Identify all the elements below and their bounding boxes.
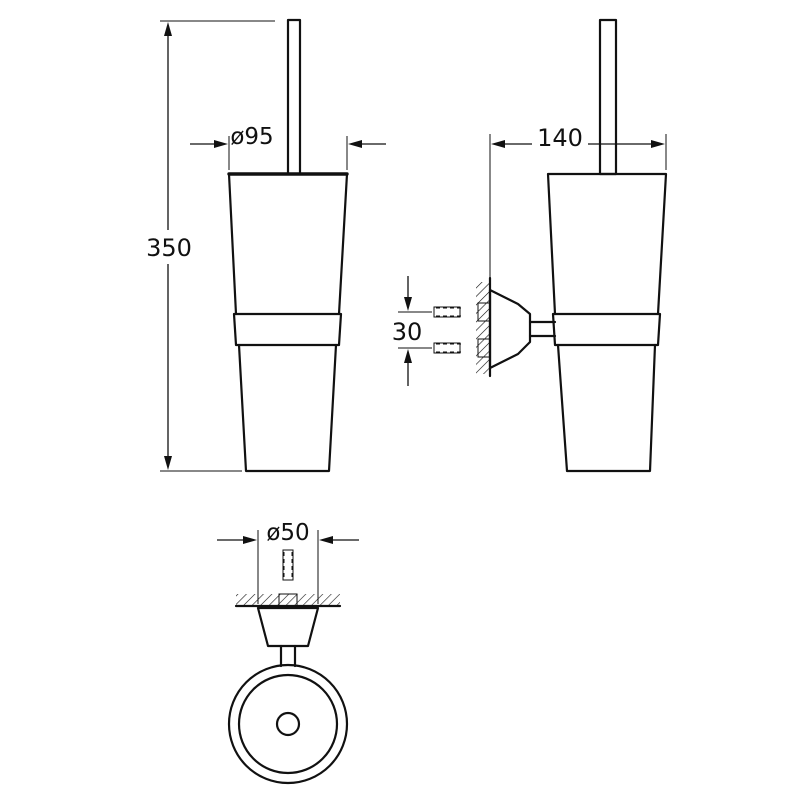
bracket-arm-top — [279, 644, 297, 668]
mount-screw-top — [278, 549, 298, 607]
holder-cup-lower-front — [237, 343, 338, 473]
wall-bracket-top — [256, 606, 320, 648]
side-view: 140 30 — [392, 18, 668, 473]
holder-cup-upper-front — [227, 172, 349, 316]
arrow-right-icon — [243, 536, 257, 544]
brush-handle-top — [275, 711, 301, 737]
mount-spacing-label: 30 — [392, 318, 423, 346]
top-view: ø50 — [217, 520, 359, 785]
wall-hatch-side — [476, 282, 490, 374]
arrow-down-icon — [404, 297, 412, 311]
arrow-down-icon — [164, 456, 172, 470]
arrow-left-icon — [319, 536, 333, 544]
holder-cup-lower-side — [556, 343, 657, 473]
arrow-up-icon — [164, 22, 172, 36]
holder-cup-upper-side — [546, 172, 668, 316]
head-diameter-label: ø95 — [230, 124, 273, 150]
mount-spacing-dimension: 30 — [392, 276, 432, 386]
height-dimension-label: 350 — [146, 234, 192, 262]
holder-outer-ring-top — [227, 663, 349, 785]
holder-inner-ring-top — [237, 673, 339, 775]
head-diameter-dimension: ø95 — [190, 124, 386, 170]
arrow-right-icon — [651, 140, 665, 148]
arrow-right-icon — [214, 140, 228, 148]
arrow-left-icon — [491, 140, 505, 148]
holder-band-side — [551, 312, 662, 347]
brush-handle-side — [598, 18, 618, 176]
wall-hatch-top — [236, 594, 340, 606]
bracket-arm-side — [528, 320, 557, 338]
height-dimension: 350 — [140, 20, 275, 472]
brush-handle-front — [286, 18, 302, 176]
arrow-left-icon — [348, 140, 362, 148]
projection-dimension-label: 140 — [537, 124, 583, 152]
wall-bracket-side — [488, 288, 532, 370]
base-diameter-dimension: ø50 — [217, 520, 359, 604]
holder-band-front — [232, 312, 343, 347]
front-view: 350 ø95 — [140, 18, 386, 473]
base-diameter-label: ø50 — [266, 520, 309, 546]
projection-dimension: 140 — [489, 124, 667, 280]
arrow-up-icon — [404, 349, 412, 363]
